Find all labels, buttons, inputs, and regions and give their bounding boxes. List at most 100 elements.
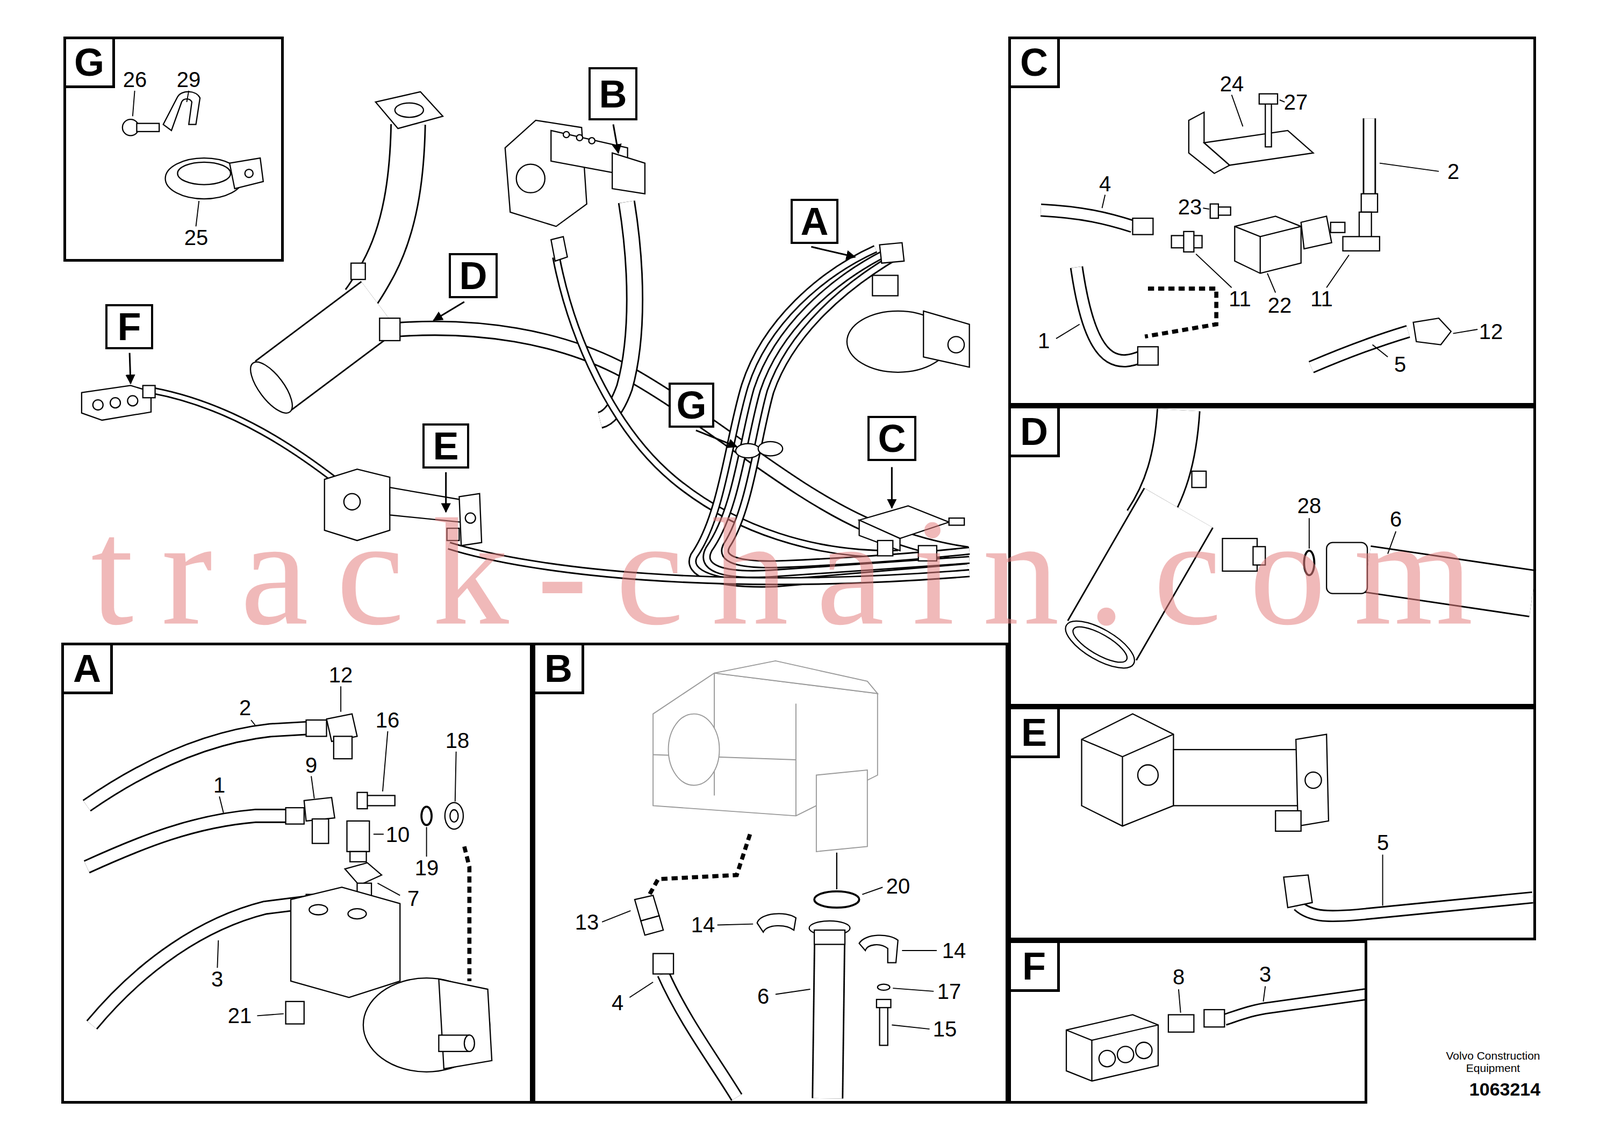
detail-f-art bbox=[1203, 1009, 1225, 1028]
callout-number: 5 bbox=[1394, 353, 1406, 376]
gear-pump bbox=[923, 311, 970, 368]
detail-c-art bbox=[1076, 267, 1142, 361]
callout-arrow bbox=[811, 246, 856, 257]
detail-a-art bbox=[449, 809, 458, 823]
callout-number: 18 bbox=[445, 729, 470, 752]
detail-b-art bbox=[653, 673, 796, 817]
detail-c-art bbox=[1413, 318, 1452, 345]
detail-f-art bbox=[1066, 986, 1366, 1082]
detail-b-art bbox=[859, 935, 899, 964]
detail-f-art bbox=[1178, 986, 1266, 1013]
main-assembly-view bbox=[395, 103, 424, 118]
callout-box: F bbox=[105, 304, 154, 350]
panel-letter: E bbox=[1010, 709, 1060, 759]
callout-box: E bbox=[422, 423, 470, 469]
panel-letter: B bbox=[535, 645, 585, 695]
detail-panel: C bbox=[1008, 36, 1537, 406]
detail-panel: F bbox=[1008, 940, 1368, 1104]
main-assembly-view bbox=[359, 124, 408, 300]
detail-c-art bbox=[1076, 267, 1142, 361]
drawing-number: 1063214 bbox=[1469, 1080, 1541, 1099]
detail-b-art bbox=[816, 770, 868, 852]
detail-a-art bbox=[304, 797, 335, 822]
detail-g-art bbox=[245, 169, 254, 178]
main-assembly-view bbox=[273, 305, 380, 386]
detail-b-art bbox=[836, 852, 838, 890]
steering-pump bbox=[505, 120, 645, 262]
detail-a-art bbox=[345, 863, 382, 886]
callout-number: 6 bbox=[1389, 508, 1402, 530]
callout-number: 1 bbox=[1037, 329, 1050, 352]
hose-clamp bbox=[735, 441, 783, 458]
steering-pump bbox=[516, 164, 545, 193]
callout-arrow bbox=[613, 124, 619, 154]
detail-a-art bbox=[86, 728, 306, 806]
detail-c-art bbox=[1144, 288, 1217, 337]
detail-c-art bbox=[1364, 118, 1375, 194]
callout-number: 13 bbox=[575, 911, 600, 934]
detail-a-art bbox=[290, 887, 400, 998]
detail-f-art bbox=[1117, 1046, 1134, 1063]
callout-number: 1 bbox=[213, 774, 226, 796]
detail-f-art bbox=[1066, 1024, 1159, 1081]
detail-a-art bbox=[91, 902, 307, 1026]
main-assembly-view bbox=[243, 355, 300, 420]
detail-c-art bbox=[1311, 331, 1409, 368]
detail-c-art bbox=[1210, 204, 1219, 219]
detail-b-art bbox=[879, 1005, 888, 1046]
detail-c-art bbox=[1137, 346, 1159, 365]
detail-c-art bbox=[1259, 94, 1278, 105]
detail-a-art bbox=[421, 806, 432, 825]
main-assembly-view bbox=[273, 305, 380, 386]
steering-pump bbox=[563, 131, 570, 138]
detail-b-art bbox=[827, 943, 830, 1099]
callout-letter: D bbox=[459, 256, 488, 296]
detail-a-art bbox=[91, 902, 307, 1026]
callout-letter: F bbox=[117, 307, 142, 347]
detail-panel: G bbox=[63, 36, 284, 262]
detail-c-art bbox=[1041, 210, 1133, 227]
detail-g-art bbox=[136, 123, 160, 132]
callout-number: 10 bbox=[385, 823, 411, 846]
detail-b-art bbox=[668, 714, 720, 786]
detail-c-art bbox=[1362, 118, 1377, 194]
steering-pump bbox=[612, 153, 645, 195]
detail-c-art bbox=[1041, 210, 1133, 227]
detail-b-art bbox=[877, 984, 891, 991]
callout-number: 20 bbox=[886, 875, 911, 898]
callout-number: 28 bbox=[1297, 494, 1322, 517]
detail-c-art bbox=[1330, 222, 1346, 233]
detail-a-art bbox=[464, 1035, 475, 1052]
detail-panel: E bbox=[1008, 706, 1537, 941]
line-art bbox=[81, 90, 1533, 1099]
callout-arrow bbox=[129, 353, 131, 384]
detail-e-art bbox=[1081, 714, 1533, 917]
detail-c-art bbox=[1301, 216, 1332, 249]
detail-f-art bbox=[1224, 994, 1366, 1021]
connection-block bbox=[81, 385, 152, 421]
gear-pump bbox=[872, 275, 898, 296]
detail-c-art bbox=[1343, 236, 1380, 251]
main-assembly-view bbox=[350, 263, 366, 280]
detail-a-art bbox=[306, 720, 327, 737]
callout-number: 22 bbox=[1267, 294, 1293, 317]
callout-number: 11 bbox=[1310, 288, 1333, 310]
detail-g-art bbox=[177, 162, 231, 185]
detail-a-art bbox=[347, 821, 370, 852]
detail-b-art bbox=[649, 834, 751, 896]
callout-number: 12 bbox=[328, 664, 354, 686]
detail-e-art bbox=[1081, 734, 1174, 827]
gear-pump bbox=[847, 242, 970, 373]
connection-block bbox=[92, 399, 104, 411]
detail-g-art bbox=[132, 90, 199, 227]
detail-a-art bbox=[464, 846, 470, 982]
watermark: track-chain.com bbox=[90, 496, 1502, 650]
detail-e-art bbox=[1297, 897, 1533, 917]
detail-e-art bbox=[1275, 811, 1301, 832]
detail-d-art bbox=[1192, 471, 1207, 488]
detail-b-art bbox=[876, 999, 892, 1008]
detail-e-art bbox=[1297, 897, 1533, 917]
detail-b-art bbox=[601, 887, 937, 1030]
callout-number: 2 bbox=[1447, 160, 1460, 183]
detail-c-art bbox=[1361, 194, 1378, 213]
